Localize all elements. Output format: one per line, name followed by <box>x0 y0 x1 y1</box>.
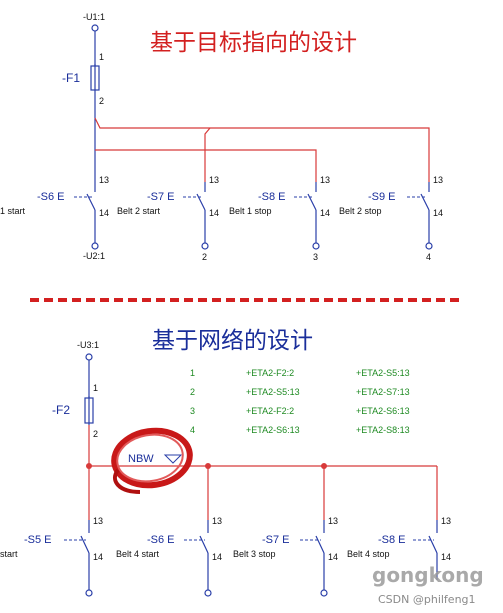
top-switch-desc: Belt 2 stop <box>339 206 382 216</box>
bottom-switch-pin-bottom: 14 <box>328 552 338 562</box>
top-switch-desc: Belt 2 start <box>117 206 161 216</box>
top-fuse-pin-top: 1 <box>99 52 104 62</box>
top-supply-terminal <box>91 24 99 32</box>
top-switch-desc: Belt 1 stop <box>229 206 272 216</box>
network-row-from: +ETA2-S5:13 <box>246 387 300 397</box>
top-switch-pin-bottom: 14 <box>99 208 109 218</box>
bottom-switch-tag: -S5 E <box>24 534 52 546</box>
top-switch-bottom-label: 3 <box>313 252 318 262</box>
top-supply-label: -U1:1 <box>83 12 105 22</box>
bottom-switch-s6: -S6 E Belt 4 start 13 14 <box>116 516 222 597</box>
top-return-label: -U2:1 <box>83 251 105 261</box>
top-switch-pin-top: 13 <box>99 175 109 185</box>
top-switch-desc: 1 start <box>0 206 26 216</box>
bottom-switch-pin-bottom: 14 <box>212 552 222 562</box>
highlight-ring <box>111 427 193 494</box>
bottom-switch-tag: -S8 E <box>378 534 406 546</box>
bottom-switch-desc: Belt 4 stop <box>347 549 390 559</box>
top-switch-s7: -S7 E Belt 2 start 13 14 2 <box>117 175 219 262</box>
network-row-from: +ETA2-F2:2 <box>246 406 294 416</box>
top-switch-s9: -S9 E Belt 2 stop 13 14 4 <box>339 175 443 262</box>
network-row-from: +ETA2-F2:2 <box>246 368 294 378</box>
bottom-supply-label: -U3:1 <box>77 340 99 350</box>
watermark-brand: gongkong <box>372 563 484 587</box>
bottom-fuse-label: -F2 <box>52 403 70 417</box>
top-switch-pin-top: 13 <box>209 175 219 185</box>
top-switch-pin-top: 13 <box>433 175 443 185</box>
bottom-switch-desc: Belt 4 start <box>116 549 160 559</box>
top-switch-bottom-label: 2 <box>202 252 207 262</box>
top-fuse-pin-bottom: 2 <box>99 96 104 106</box>
bottom-switch-pin-top: 13 <box>441 516 451 526</box>
bottom-switch-s8: -S8 E Belt 4 stop 13 14 <box>347 516 451 580</box>
top-switch-tag: -S6 E <box>37 191 65 203</box>
network-row-to: +ETA2-S5:13 <box>356 368 410 378</box>
bottom-switch-pin-bottom: 14 <box>93 552 103 562</box>
top-switch-pin-top: 13 <box>320 175 330 185</box>
bottom-supply-terminal <box>85 353 93 361</box>
top-switch-bottom-label: 4 <box>426 252 431 262</box>
network-row-num: 4 <box>190 425 195 435</box>
network-row-num: 1 <box>190 368 195 378</box>
bottom-switch-pin-bottom: 14 <box>441 552 451 562</box>
bottom-switch-tag: -S7 E <box>262 534 290 546</box>
network-table: 1 +ETA2-F2:2 +ETA2-S5:13 2 +ETA2-S5:13 +… <box>190 368 410 435</box>
network-row-from: +ETA2-S6:13 <box>246 425 300 435</box>
top-title: 基于目标指向的设计 <box>150 30 357 56</box>
network-row-num: 2 <box>190 387 195 397</box>
top-fuse-label: -F1 <box>62 71 80 85</box>
top-switch-pin-bottom: 14 <box>433 208 443 218</box>
network-row-num: 3 <box>190 406 195 416</box>
network-row-to: +ETA2-S6:13 <box>356 406 410 416</box>
bottom-switch-s7: -S7 E Belt 3 stop 13 14 <box>233 516 338 597</box>
top-switch-s6: -S6 E 1 start 13 14 <box>0 175 109 250</box>
watermark-credit: CSDN @philfeng1 <box>378 593 476 606</box>
top-switch-tag: -S9 E <box>368 191 396 203</box>
bottom-switch-desc: start <box>0 549 18 559</box>
top-switch-pin-bottom: 14 <box>320 208 330 218</box>
bottom-switch-tag: -S6 E <box>147 534 175 546</box>
network-row-to: +ETA2-S8:13 <box>356 425 410 435</box>
bus-triangle-icon <box>163 454 183 464</box>
bottom-switch-pin-top: 13 <box>212 516 222 526</box>
bottom-fuse-pin-bottom: 2 <box>93 429 98 439</box>
top-switch-tag: -S7 E <box>147 191 175 203</box>
top-switch-pin-bottom: 14 <box>209 208 219 218</box>
bottom-title: 基于网络的设计 <box>152 328 313 354</box>
top-switch-tag: -S8 E <box>258 191 286 203</box>
network-row-to: +ETA2-S7:13 <box>356 387 410 397</box>
bottom-switch-pin-top: 13 <box>328 516 338 526</box>
bottom-switch-s5: -S5 E start 13 14 <box>0 516 103 597</box>
bottom-switch-desc: Belt 3 stop <box>233 549 276 559</box>
bottom-switch-pin-top: 13 <box>93 516 103 526</box>
top-red-wiring <box>94 117 430 182</box>
bus-label: NBW <box>128 453 154 465</box>
bottom-fuse-pin-top: 1 <box>93 383 98 393</box>
top-switch-s8: -S8 E Belt 1 stop 13 14 3 <box>229 175 330 262</box>
